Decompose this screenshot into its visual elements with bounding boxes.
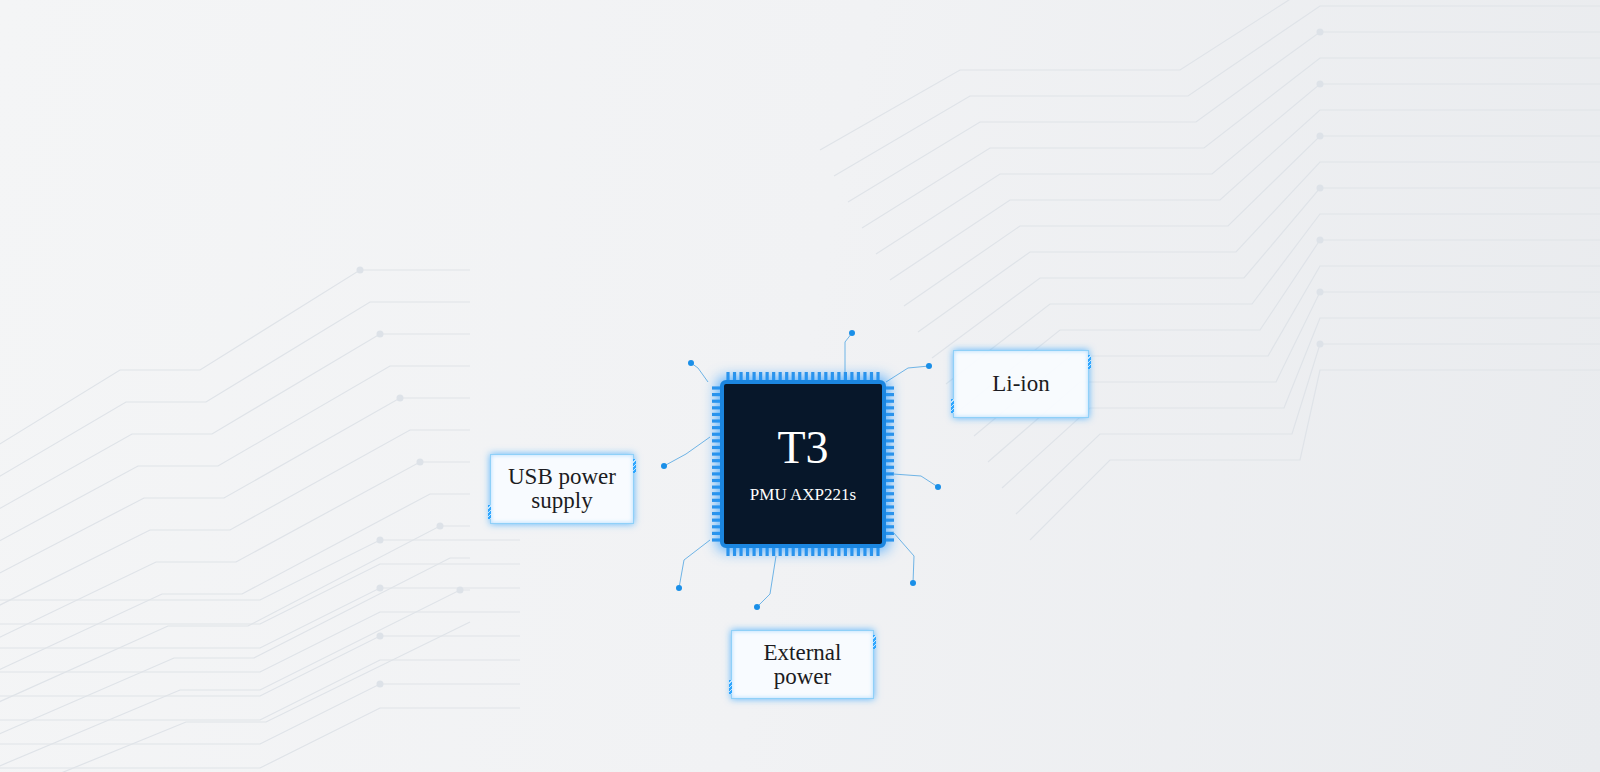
circuit-trace (0, 612, 520, 672)
lead-dot (910, 580, 916, 586)
circuit-pad (377, 585, 384, 592)
circuit-trace (0, 636, 520, 696)
lead-line (845, 333, 852, 372)
circuit-trace (0, 302, 470, 482)
circuit-pad (417, 459, 424, 466)
circuit-trace (0, 366, 470, 546)
circuit-pad (377, 537, 384, 544)
circuit-trace (0, 526, 470, 706)
lead-dot (661, 463, 667, 469)
circuit-pad (1317, 185, 1324, 192)
chip-title: T3 (777, 422, 828, 474)
lead-dot (935, 484, 941, 490)
circuit-pad (1317, 133, 1324, 140)
node-label: External power (743, 641, 862, 689)
circuit-trace (0, 398, 470, 578)
lead-line (691, 363, 708, 382)
circuit-pad (1317, 237, 1324, 244)
circuit-trace (0, 588, 520, 648)
circuit-trace (0, 564, 520, 624)
node-label: Li-ion (992, 372, 1050, 396)
circuit-trace (0, 590, 470, 770)
circuit-trace (1030, 370, 1600, 540)
lead-line (679, 540, 710, 588)
circuit-trace (0, 270, 470, 450)
circuit-trace (0, 462, 470, 642)
lead-dot (688, 360, 694, 366)
circuit-pad (1317, 341, 1324, 348)
lead-dot (676, 585, 682, 591)
circuit-pad (357, 267, 364, 274)
circuit-pad (377, 681, 384, 688)
circuit-trace (0, 684, 520, 744)
circuit-trace (820, 0, 1600, 150)
circuit-trace (0, 540, 520, 600)
source-box: External power (731, 630, 874, 699)
circuit-trace (0, 430, 470, 610)
circuit-trace (0, 660, 520, 720)
lead-line (886, 366, 929, 382)
circuit-pad (1317, 29, 1324, 36)
circuit-pad (1317, 289, 1324, 296)
circuit-trace (0, 708, 520, 768)
circuit-pad (457, 587, 464, 594)
lead-dot (849, 330, 855, 336)
lead-line (757, 556, 776, 607)
source-box: USB power supply (490, 454, 634, 524)
circuit-pad (1317, 81, 1324, 88)
chip-part-number: PMU AXP221s (750, 484, 856, 506)
circuit-pad (437, 523, 444, 530)
battery-box: Li-ion (953, 350, 1089, 418)
node-label: USB power supply (502, 465, 622, 513)
circuit-trace (0, 334, 470, 514)
circuit-pad (377, 633, 384, 640)
lead-line (893, 474, 938, 487)
pmu-chip: T3PMU AXP221s (720, 380, 886, 548)
lead-line (893, 532, 914, 583)
circuit-trace (0, 622, 470, 772)
circuit-pad (377, 331, 384, 338)
circuit-pad (397, 395, 404, 402)
lead-line (664, 437, 710, 466)
lead-dot (754, 604, 760, 610)
lead-dot (926, 363, 932, 369)
